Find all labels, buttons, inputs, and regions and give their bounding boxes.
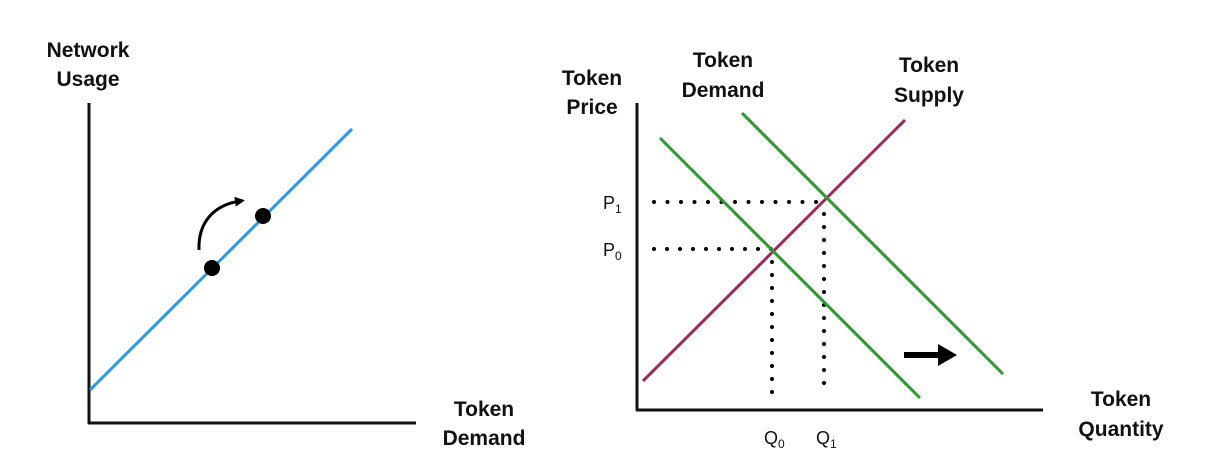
q0-tick-label: Q0 (764, 428, 785, 451)
right-arrow-icon (938, 344, 957, 366)
supply-label-line2: Supply (894, 84, 964, 107)
right-diagram: Token Price Token Demand Token Supply P1… (562, 49, 1164, 451)
curved-arrow-icon (197, 196, 245, 251)
left-y-axis-label-line1: Network (47, 39, 130, 62)
network-usage-line (88, 127, 354, 392)
left-y-axis-label-line2: Usage (56, 68, 119, 91)
left-diagram: Network Usage Token Demand (47, 39, 526, 450)
shifted-demand-curve (740, 111, 1005, 376)
demand-label-line2: Demand (682, 79, 765, 102)
left-x-axis-label-line1: Token (454, 398, 514, 421)
left-x-axis-label-line2: Demand (443, 427, 526, 450)
shifted-point-marker (255, 208, 271, 224)
p0-tick-label: P0 (603, 240, 622, 263)
initial-point-marker (204, 260, 220, 276)
supply-label-line1: Token (899, 54, 959, 77)
demand-label-line1: Token (693, 49, 753, 72)
initial-demand-curve (658, 136, 922, 400)
right-x-axis-label-line1: Token (1091, 388, 1151, 411)
p1-tick-label: P1 (603, 193, 622, 216)
right-y-axis-label-line2: Price (566, 96, 617, 119)
right-y-axis-label-line1: Token (562, 67, 622, 90)
q1-tick-label: Q1 (816, 428, 837, 451)
right-x-axis-label-line2: Quantity (1078, 418, 1163, 441)
